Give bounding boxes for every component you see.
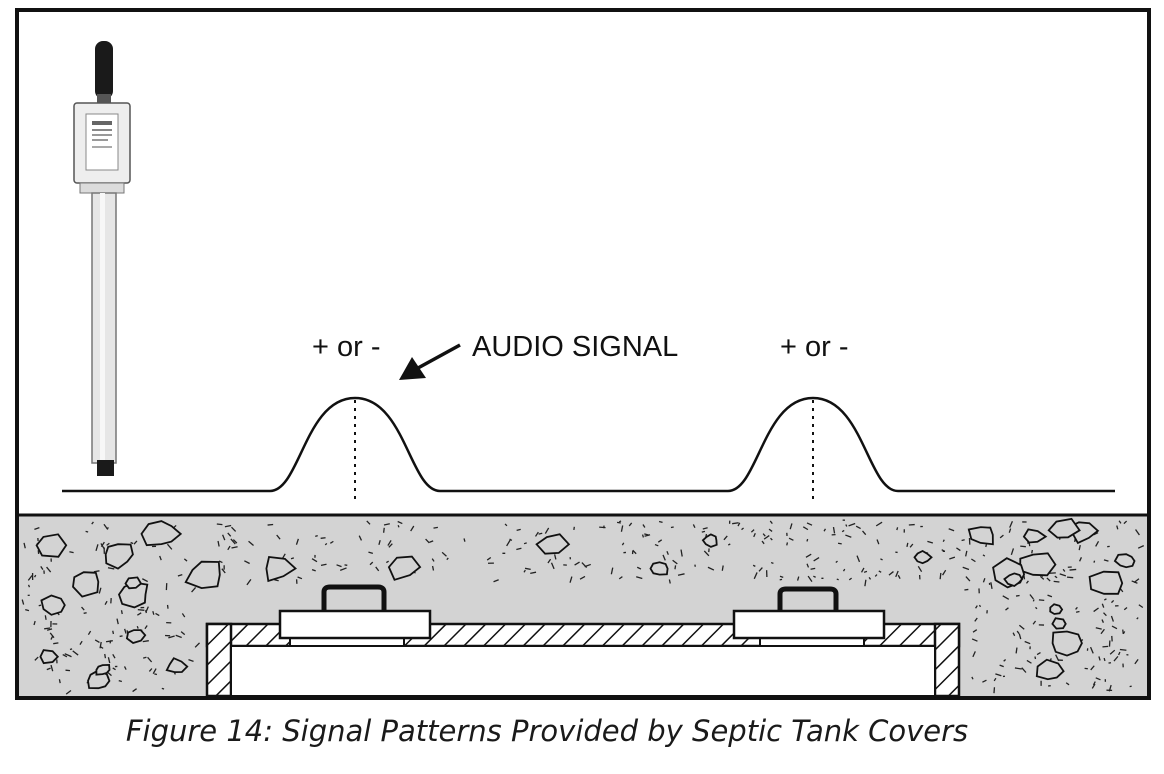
soil-stones (35, 517, 1136, 690)
left-cover (278, 609, 432, 640)
signal-trace (62, 396, 1115, 493)
wand-tip (97, 460, 114, 476)
left-cover-handle (321, 584, 387, 611)
peak-right-label: + or - (780, 331, 849, 363)
right-cover (732, 609, 886, 640)
tank-interior (230, 645, 936, 697)
peak-left-label: + or - (312, 331, 381, 363)
wand-grip (95, 41, 113, 99)
audio-signal-label: AUDIO SIGNAL (472, 331, 678, 363)
tank-right-wall (933, 622, 961, 698)
receiver-wand-icon (73, 41, 131, 476)
pointer-arrow-icon (399, 343, 461, 380)
septic-tank (205, 584, 961, 698)
tank-left-wall (205, 622, 233, 698)
right-cover-handle (777, 586, 839, 611)
figure-caption: Figure 14: Signal Patterns Provided by S… (125, 714, 969, 748)
